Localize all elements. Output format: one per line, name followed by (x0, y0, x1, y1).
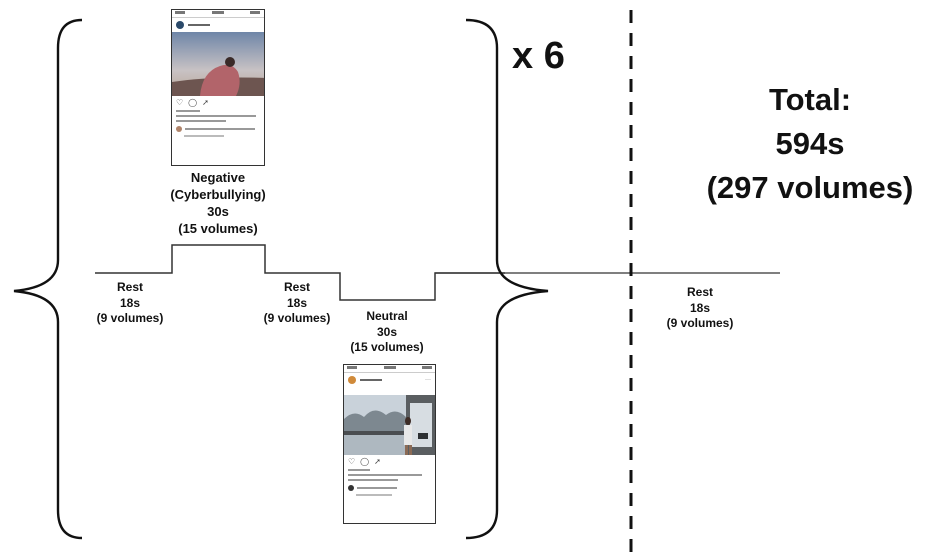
total-summary: Total: 594s (297 volumes) (690, 78, 930, 210)
rest-block-2-label: Rest 18s (9 volumes) (263, 280, 331, 326)
post-header (172, 18, 264, 32)
post-actions: ♡ ◯ ➚ (344, 455, 435, 467)
rest-block-1-label: Rest 18s (9 volumes) (96, 280, 164, 326)
post-actions: ♡ ◯ ➚ (172, 96, 264, 108)
comment-row (344, 483, 435, 493)
post-photo (344, 395, 435, 455)
total-title: Total: (768, 82, 852, 117)
username-bar (360, 379, 382, 381)
block-timeline (95, 244, 505, 301)
comment-row (172, 124, 264, 134)
status-bar (344, 365, 435, 373)
neutral-block-label: Neutral 30s (15 volumes) (350, 309, 424, 355)
rest-final-label: Rest 18s (9 volumes) (666, 285, 734, 331)
comment-meta (172, 134, 264, 138)
share-icon: ➚ (374, 456, 381, 466)
repeat-label: x 6 (512, 35, 565, 77)
left-brace (13, 18, 83, 540)
neutral-post-mockup: ··· ♡ ◯ ➚ (343, 364, 436, 524)
total-seconds: 594s (775, 126, 845, 162)
username-bar (188, 24, 210, 26)
negative-post-mockup: ♡ ◯ ➚ (171, 9, 265, 166)
caption-placeholder (344, 467, 435, 483)
total-volumes: (297 volumes) (706, 170, 914, 206)
caption-placeholder (172, 108, 264, 124)
heart-icon: ♡ (176, 97, 184, 107)
more-icon: ··· (425, 377, 431, 383)
comment-icon: ◯ (188, 97, 198, 107)
post-header: ··· (344, 373, 435, 387)
negative-block-label: Negative (Cyberbullying) 30s (15 volumes… (170, 170, 266, 236)
avatar (176, 21, 184, 29)
status-bar (172, 10, 264, 18)
post-photo (172, 32, 264, 96)
avatar (348, 376, 356, 384)
right-brace (465, 18, 549, 540)
share-icon: ➚ (202, 97, 209, 107)
comment-meta (344, 493, 435, 497)
comment-icon: ◯ (360, 456, 370, 466)
heart-icon: ♡ (348, 456, 356, 466)
